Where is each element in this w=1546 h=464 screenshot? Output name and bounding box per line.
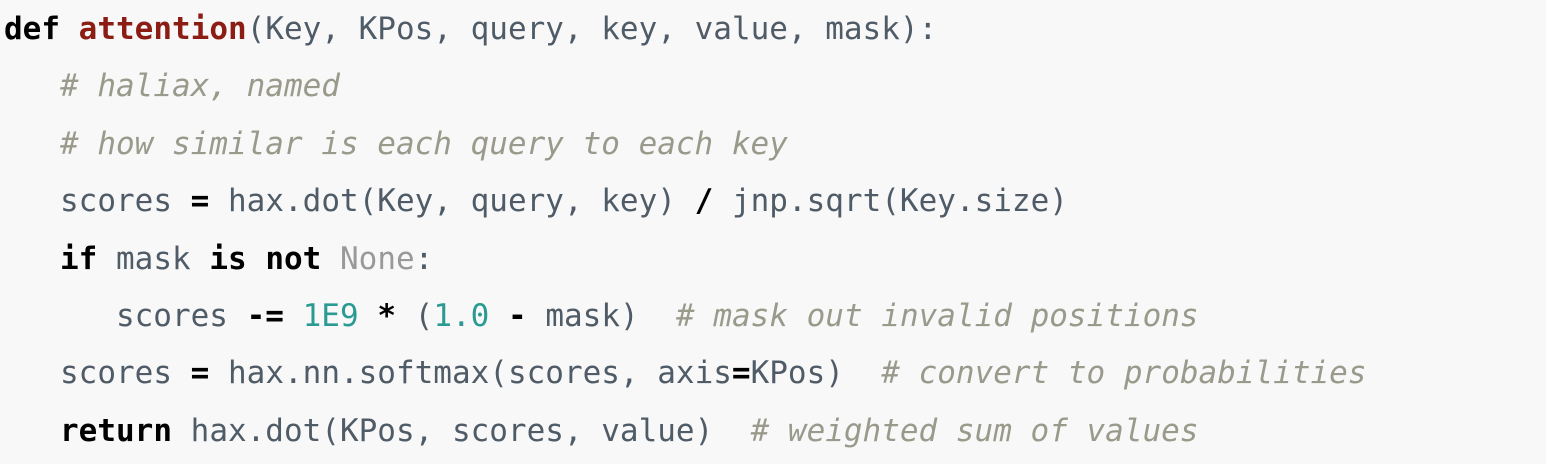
operator-minus: -	[508, 297, 527, 334]
expression-dot: hax.dot(Key, query, key)	[228, 183, 676, 220]
keyword-if: if	[60, 240, 98, 277]
comment-weighted-sum: # weighted sum of values	[750, 412, 1199, 449]
code-line-4: scores = hax.dot(Key, query, key) / jnp.…	[4, 176, 1546, 233]
keyword-not: not	[265, 240, 322, 277]
operator-divide: /	[694, 183, 714, 220]
operator-multiply: *	[377, 297, 396, 334]
variable-scores: scores	[60, 355, 172, 392]
keyword-def: def	[4, 11, 60, 47]
code-line-5: if mask is not None:	[4, 234, 1546, 291]
expression-mask: mask)	[545, 297, 639, 334]
expression-softmax: hax.nn.softmax(scores, axis	[228, 355, 732, 392]
expression-axis: KPos)	[750, 355, 844, 392]
keyword-is: is	[209, 240, 247, 277]
code-line-1: def attention(Key, KPos, query, key, val…	[4, 4, 1546, 61]
operator-subtract-assign: -=	[246, 297, 284, 334]
code-line-7: scores = hax.nn.softmax(scores, axis=KPo…	[4, 348, 1546, 405]
number-one: 1.0	[433, 297, 490, 334]
comment-probabilities: # convert to probabilities	[881, 355, 1367, 392]
comment-haliax: # haliax, named	[60, 68, 340, 105]
comment-similarity: # how similar is each query to each key	[60, 125, 788, 162]
variable-scores: scores	[115, 297, 228, 334]
function-name: attention	[78, 11, 247, 47]
variable-mask: mask	[116, 240, 191, 277]
function-params: (Key, KPos, query, key, value, mask):	[246, 11, 938, 47]
code-line-6: scores -= 1E9 * (1.0 - mask) # mask out …	[4, 291, 1546, 348]
operator-assign: =	[190, 183, 210, 220]
expression-sqrt: jnp.sqrt(Key.size)	[731, 183, 1068, 220]
keyword-return: return	[60, 412, 172, 449]
operator-equals: =	[731, 355, 751, 392]
expression-return-dot: hax.dot(KPos, scores, value)	[190, 412, 714, 449]
colon: :	[414, 240, 434, 277]
variable-scores: scores	[60, 183, 172, 220]
paren-open: (	[414, 297, 434, 334]
comment-mask-out: # mask out invalid positions	[676, 297, 1199, 334]
code-line-2: # haliax, named	[4, 61, 1546, 118]
constant-none: None	[340, 240, 415, 277]
operator-assign: =	[190, 355, 210, 392]
code-line-8: return hax.dot(KPos, scores, value) # we…	[4, 406, 1546, 463]
code-line-3: # how similar is each query to each key	[4, 119, 1546, 176]
number-1e9: 1E9	[302, 297, 359, 334]
